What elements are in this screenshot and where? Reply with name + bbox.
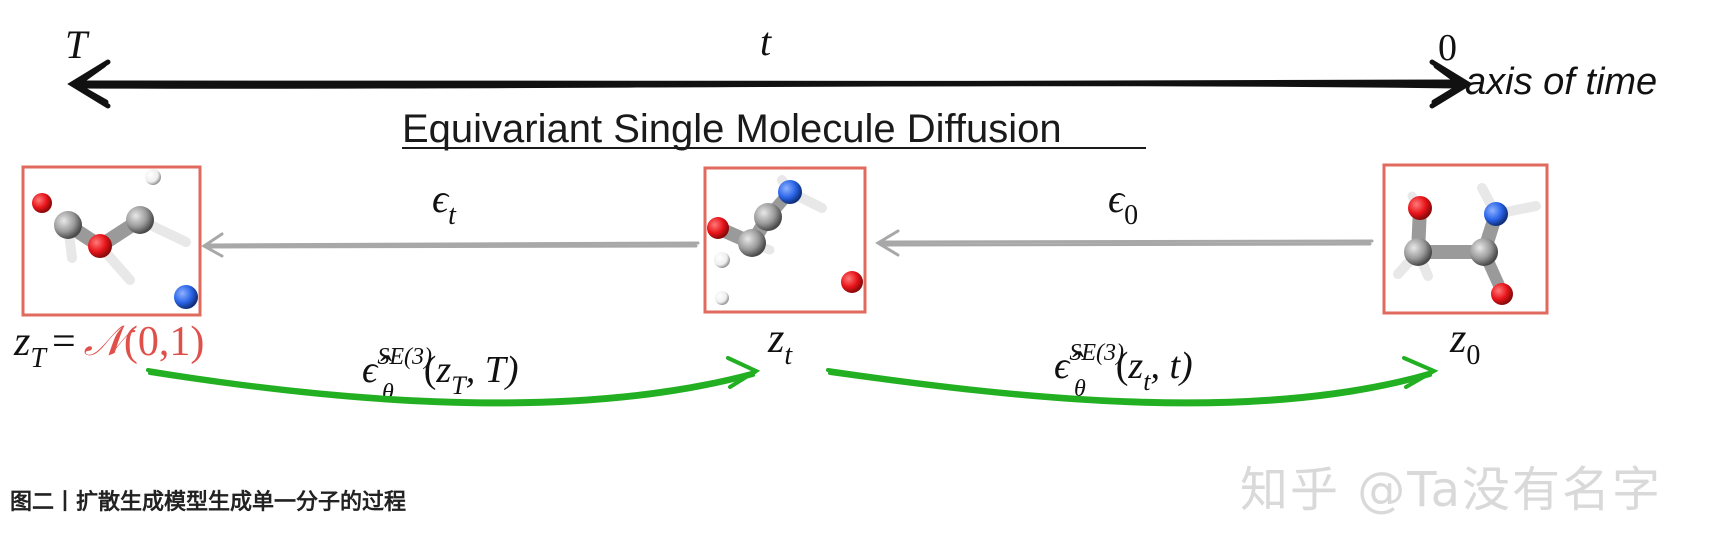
noise-label-epsilon-t: ϵt <box>432 176 457 231</box>
molecule-clean <box>1393 183 1541 305</box>
time-label-0: 0 <box>1438 27 1457 69</box>
denoiser-label-second: ϵ̂SE(3)θ(zt, t) <box>1054 340 1193 402</box>
diagram-title: Equivariant Single Molecule Diffusion <box>402 107 1062 151</box>
box-z-T <box>21 165 202 317</box>
molecule-noisy <box>32 169 198 309</box>
denoise-arrow-first <box>146 356 761 407</box>
box-z-t <box>703 166 867 314</box>
time-axis-arrow <box>67 59 1473 109</box>
denoiser-label-first: ϵ̂SE(3)θ(zT, T) <box>362 344 518 406</box>
state-label-z-T: zT=𝒩(0,1) <box>13 319 204 374</box>
noise-arrow-right <box>875 229 1374 257</box>
molecule-intermediate <box>707 175 863 305</box>
noise-arrow-left <box>201 232 700 258</box>
noise-label-epsilon-0: ϵ0 <box>1108 176 1138 231</box>
watermark: 知乎 @Ta没有名字 <box>1240 462 1663 518</box>
figure-caption: 图二丨扩散生成模型生成单一分子的过程 <box>10 490 407 515</box>
time-label-T: T <box>65 22 90 67</box>
denoise-arrow-second <box>826 356 1439 407</box>
time-label-t: t <box>760 19 772 64</box>
state-label-z-t: zt <box>767 316 793 371</box>
box-z-0 <box>1382 163 1549 315</box>
state-label-z-0: z0 <box>1449 316 1480 371</box>
axis-of-time-label: axis of time <box>1465 61 1657 103</box>
